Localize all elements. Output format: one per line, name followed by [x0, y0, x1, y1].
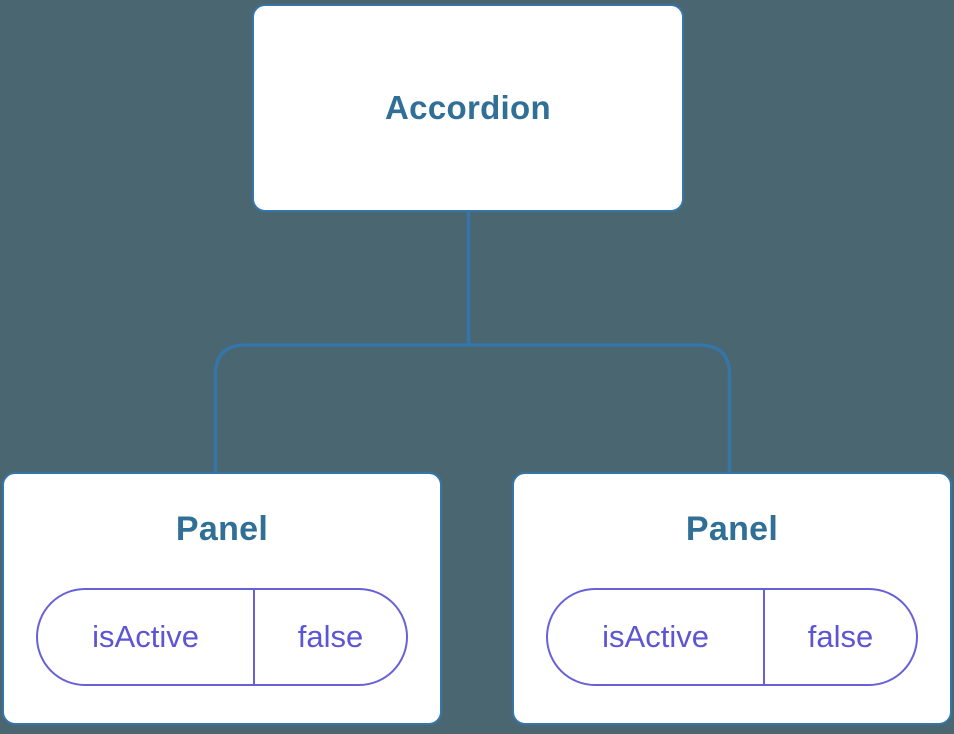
- panel-node-label: Panel: [685, 510, 779, 548]
- state-key: isActive: [38, 590, 256, 684]
- panel-node-right: Panel isActive false: [512, 472, 952, 725]
- panel-node-label: Panel: [175, 510, 269, 548]
- state-value: false: [807, 619, 874, 654]
- panel-node-left: Panel isActive false: [2, 472, 442, 725]
- state-key: isActive: [548, 590, 766, 684]
- connector-bracket: [213, 343, 732, 473]
- accordion-node-label: Accordion: [385, 89, 551, 126]
- state-pill: isActive false: [546, 588, 918, 686]
- accordion-node: Accordion: [252, 4, 684, 212]
- state-value: false: [297, 619, 364, 654]
- state-pill: isActive false: [36, 588, 408, 686]
